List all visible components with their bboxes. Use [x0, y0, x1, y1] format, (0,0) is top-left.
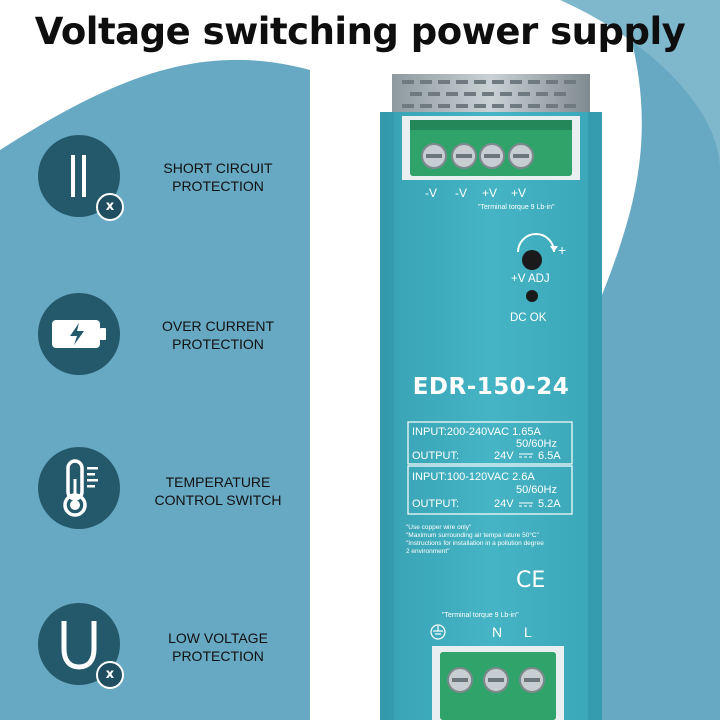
feature-circle — [38, 293, 120, 375]
model-number: EDR-150-24 — [412, 374, 570, 400]
adjust-label: +V ADJ — [511, 273, 550, 285]
terminal-label: -V — [425, 186, 437, 200]
page-title: Voltage switching power supply — [34, 10, 686, 53]
terminal-label: +V — [482, 186, 498, 200]
feature-over-current: OVER CURRENT PROTECTION — [38, 293, 358, 383]
dc-ok-label: DC OK — [510, 312, 547, 324]
line-label: L — [524, 624, 532, 640]
feature-label: TEMPERATURE CONTROL SWITCH — [154, 474, 282, 508]
spec2-output-label: OUTPUT: — [412, 498, 460, 510]
feature-label: LOW VOLTAGE PROTECTION — [168, 630, 268, 664]
spec1-output-current: 6.5A — [538, 450, 561, 462]
adjust-plus-sign: + — [558, 242, 567, 258]
feature-label: OVER CURRENT PROTECTION — [161, 318, 274, 352]
safety-note: "Maximum surrounding air tempa rature 50… — [406, 532, 539, 539]
terminal-label: -V — [455, 186, 467, 200]
terminal-label: +V — [511, 186, 527, 200]
disabled-badge: x — [96, 193, 124, 221]
spec1-input: INPUT:200-240VAC 1.65A — [412, 426, 541, 438]
thermometer-icon — [63, 459, 98, 517]
feature-short-circuit: x SHORT CIRCUIT PROTECTION — [38, 135, 358, 225]
power-supply-device: -V -V +V +V "Terminal torque 9 Lb-in" + … — [380, 74, 602, 720]
ce-mark: CE — [516, 568, 546, 593]
spec2-input: INPUT:100-120VAC 2.6A — [412, 471, 535, 483]
spec1-output-label: OUTPUT: — [412, 450, 460, 462]
feature-low-voltage: x LOW VOLTAGE PROTECTION — [38, 603, 358, 693]
safety-note: 2 environment" — [406, 548, 450, 555]
disabled-badge: x — [96, 661, 124, 689]
spec2-frequency: 50/60Hz — [516, 484, 557, 496]
device-body — [380, 74, 602, 720]
feature-label: SHORT CIRCUIT PROTECTION — [163, 160, 273, 194]
safety-note: "Instructions for installation in a poll… — [406, 540, 544, 547]
spec2-output-voltage: 24V — [494, 498, 514, 510]
short-circuit-icon — [71, 155, 86, 197]
spec1-output-voltage: 24V — [494, 450, 514, 462]
spec2-output-current: 5.2A — [538, 498, 561, 510]
battery-charge-icon — [52, 320, 106, 348]
safety-note: "Use copper wire only" — [406, 524, 472, 531]
u-voltage-icon — [61, 621, 97, 670]
top-torque-note: "Terminal torque 9 Lb-in" — [478, 204, 555, 211]
feature-temperature: TEMPERATURE CONTROL SWITCH — [38, 447, 358, 537]
bottom-torque-note: "Terminal torque 9 Lb-in" — [442, 612, 519, 619]
neutral-label: N — [492, 624, 503, 640]
feature-circle — [38, 447, 120, 529]
spec1-frequency: 50/60Hz — [516, 438, 557, 450]
